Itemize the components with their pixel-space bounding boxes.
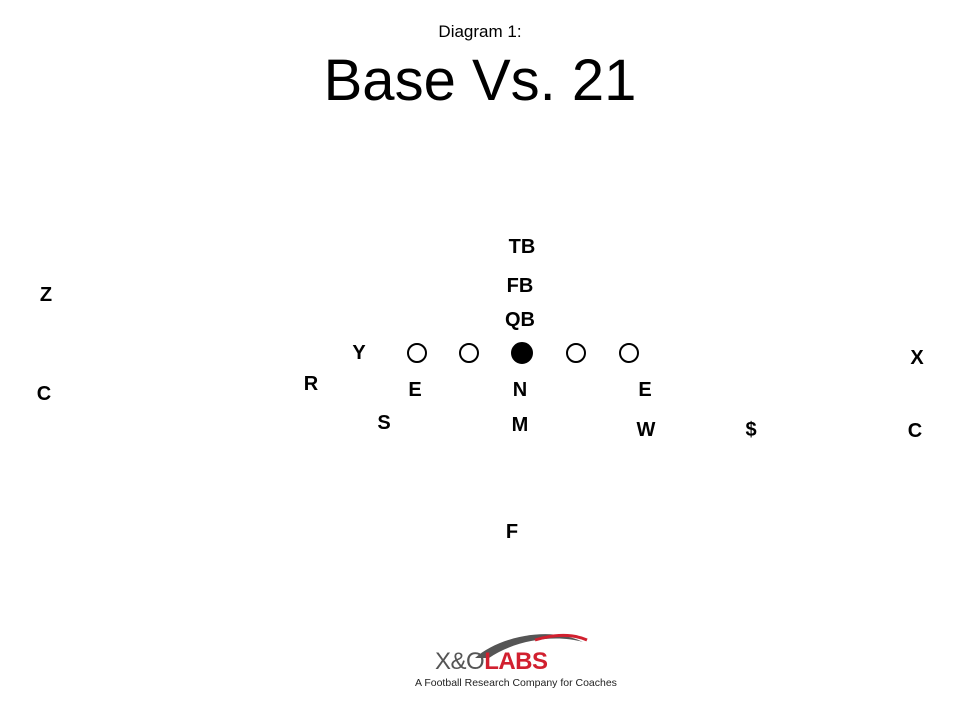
defense-nose-n: N: [512, 379, 528, 401]
offense-receiver-x: X: [910, 347, 924, 369]
defense-free-safety-f: F: [505, 521, 519, 543]
defense-dollar: $: [745, 419, 757, 441]
xo-labs-logo: X&OLABS A Football Research Company for …: [415, 628, 617, 702]
offense-quarterback: QB: [505, 309, 535, 331]
offense-lineman-circle: [619, 343, 639, 363]
center-with-ball-marker: [511, 342, 533, 364]
logo-wordmark: X&OLABS: [435, 648, 548, 676]
logo-tagline: A Football Research Company for Coaches: [415, 677, 617, 689]
logo-labs: LABS: [484, 648, 548, 675]
diagram-title: Base Vs. 21: [323, 48, 637, 113]
defense-sam-s: S: [377, 412, 391, 434]
defense-corner-right: C: [907, 420, 923, 442]
offense-lineman-circle: [566, 343, 586, 363]
offense-lineman-circle: [407, 343, 427, 363]
defense-end-left: E: [408, 379, 422, 401]
offense-tight-end-y: Y: [352, 342, 366, 364]
defense-corner-left: C: [36, 383, 52, 405]
diagram-subtitle: Diagram 1:: [438, 22, 522, 41]
offense-fullback: FB: [506, 275, 534, 297]
defense-rover-r: R: [303, 373, 319, 395]
logo-xo: X&O: [435, 648, 485, 675]
offense-tailback: TB: [508, 236, 536, 258]
defense-will-w: W: [636, 419, 656, 441]
offense-lineman-circle: [459, 343, 479, 363]
defense-mike-m: M: [511, 414, 529, 436]
offense-receiver-z: Z: [39, 284, 53, 306]
defense-end-right: E: [638, 379, 652, 401]
logo-swoosh-icon: [475, 634, 588, 658]
